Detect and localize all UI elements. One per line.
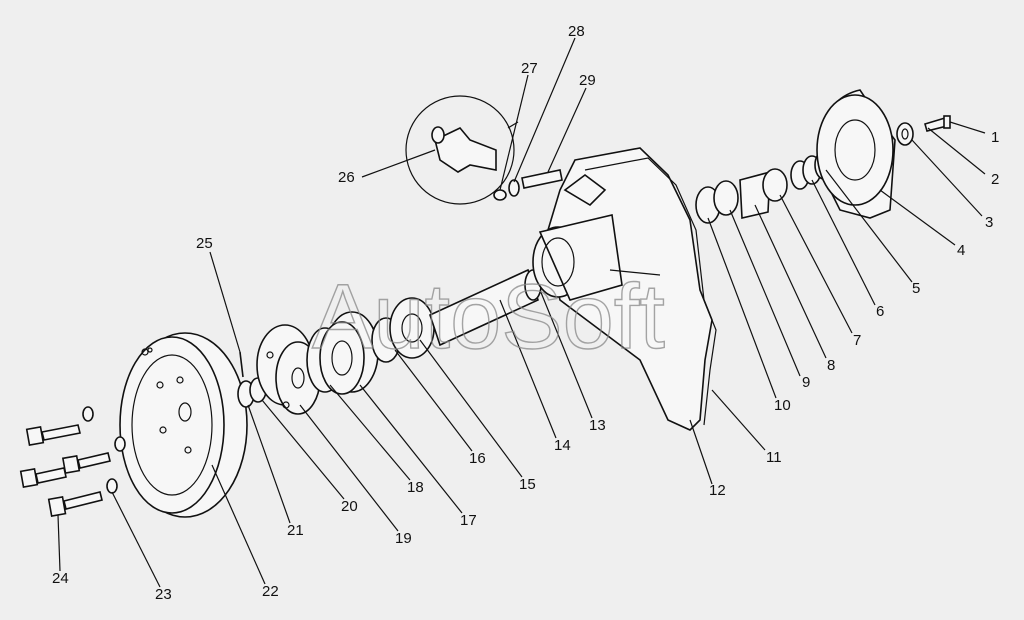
detail-inset: [405, 95, 563, 205]
callout-24: 24: [52, 570, 69, 587]
callout-8: 8: [827, 357, 835, 374]
callout-27: 27: [521, 60, 538, 77]
bolt-washer: [896, 115, 951, 146]
callout-29: 29: [579, 72, 596, 89]
callout-9: 9: [802, 374, 810, 391]
callout-16: 16: [469, 450, 486, 467]
callout-1: 1: [991, 129, 999, 146]
impeller: [816, 89, 896, 219]
pump-housing: [532, 147, 717, 431]
callout-26: 26: [338, 169, 355, 186]
callout-22: 22: [262, 583, 279, 600]
callout-28: 28: [568, 23, 585, 40]
bolts: [19, 406, 126, 518]
callout-15: 15: [519, 476, 536, 493]
callout-10: 10: [774, 397, 791, 414]
watermark: AutoSoft: [312, 266, 665, 368]
callout-25: 25: [196, 235, 213, 252]
callout-numbers: 1 2 3 4 5 6 7 8 9 10 11 12 13 14 15 16 1…: [52, 23, 999, 603]
callout-18: 18: [407, 479, 424, 496]
callout-5: 5: [912, 280, 920, 297]
callout-21: 21: [287, 522, 304, 539]
bearings: [306, 268, 542, 395]
callout-20: 20: [341, 498, 358, 515]
callout-19: 19: [395, 530, 412, 547]
callout-3: 3: [985, 214, 993, 231]
callout-17: 17: [460, 512, 477, 529]
leader-lines: [57, 37, 986, 588]
callout-23: 23: [155, 586, 172, 603]
callout-4: 4: [957, 242, 965, 259]
seal-parts: [695, 150, 834, 224]
callout-13: 13: [589, 417, 606, 434]
callout-6: 6: [876, 303, 884, 320]
callout-14: 14: [554, 437, 571, 454]
callout-11: 11: [766, 449, 782, 466]
callout-2: 2: [991, 171, 999, 188]
callout-12: 12: [709, 482, 726, 499]
pulley: [119, 332, 248, 518]
callout-7: 7: [853, 332, 861, 349]
